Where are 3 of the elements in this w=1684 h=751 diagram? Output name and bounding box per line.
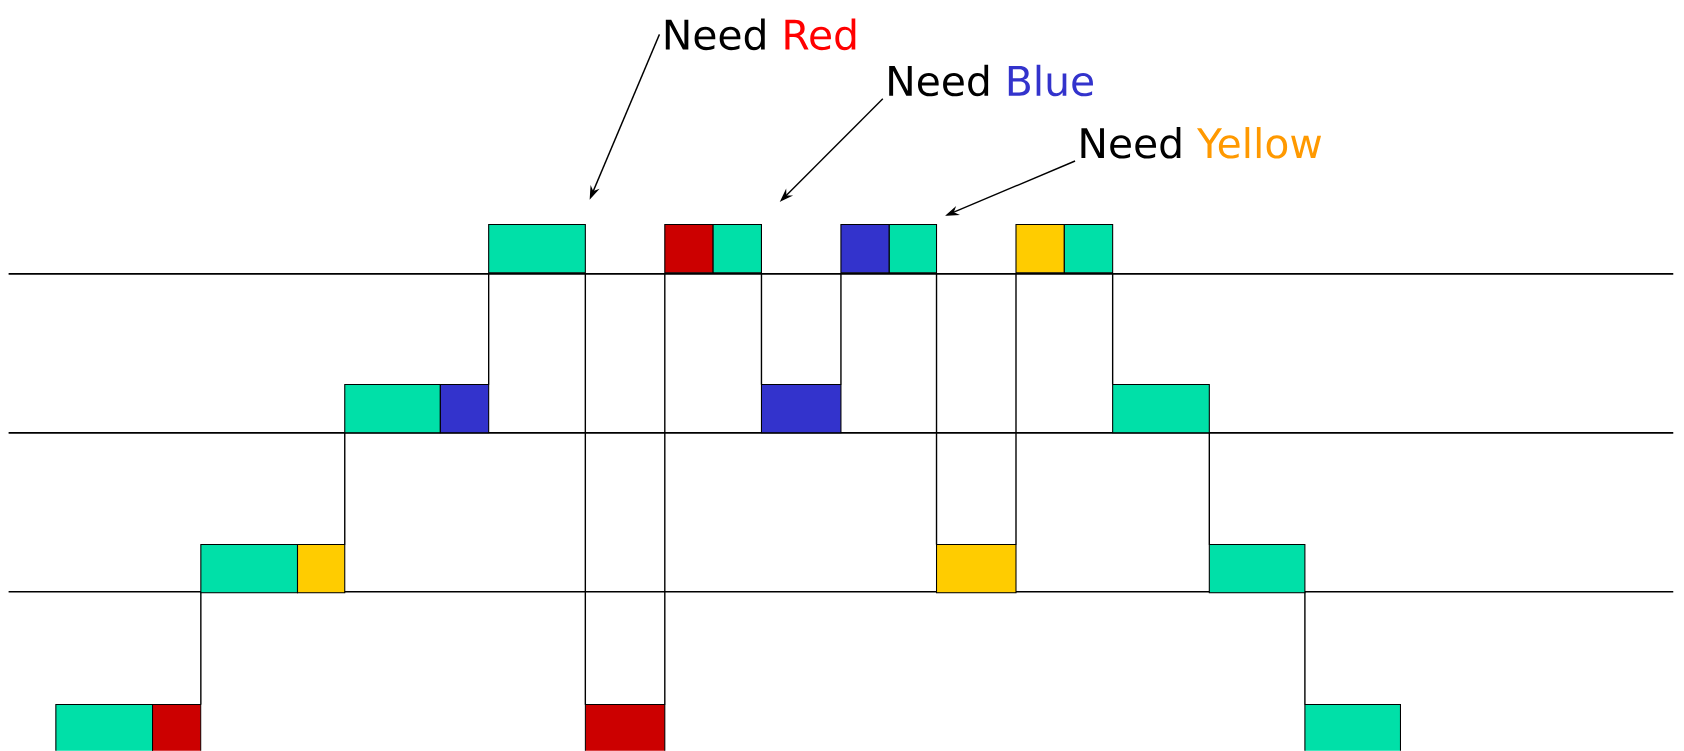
- callout-text: Need Yellow: [1081, 127, 1322, 159]
- callout-text: Need Blue: [889, 64, 1093, 97]
- callout-text: Need Red: [665, 18, 856, 51]
